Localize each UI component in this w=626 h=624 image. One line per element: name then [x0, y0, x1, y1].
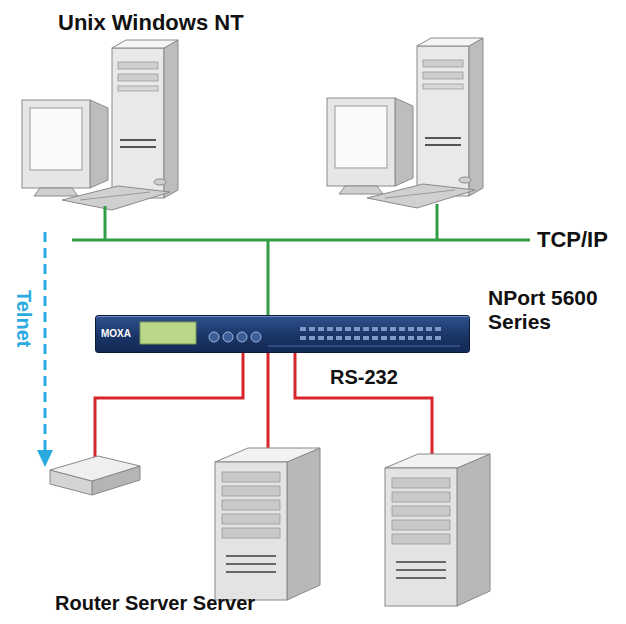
port-led	[309, 336, 315, 340]
port-led	[336, 336, 342, 340]
bus-drop	[104, 206, 107, 240]
port-led	[300, 327, 306, 331]
port-led	[426, 327, 432, 331]
port-led	[309, 327, 315, 331]
port-led	[435, 327, 441, 331]
panel-button	[223, 332, 233, 342]
port-led	[336, 327, 342, 331]
pc-right	[327, 38, 483, 208]
port-led	[363, 336, 369, 340]
rs232-wire	[95, 352, 243, 468]
port-led	[408, 336, 414, 340]
telnet-arrow	[44, 232, 47, 452]
port-led	[426, 336, 432, 340]
panel-button	[251, 332, 261, 342]
lcd-panel	[140, 322, 196, 344]
port-led	[318, 336, 324, 340]
port-led	[381, 336, 387, 340]
bus-drop	[436, 204, 439, 240]
host-label: Unix Windows NT	[58, 10, 244, 35]
bus-drop	[267, 240, 270, 316]
port-led	[354, 327, 360, 331]
panel-button	[237, 332, 247, 342]
port-led	[363, 327, 369, 331]
tcpip-bus	[72, 239, 530, 242]
network-label: TCP/IP	[537, 227, 608, 252]
port-led	[381, 327, 387, 331]
port-led	[300, 336, 306, 340]
server-right	[385, 454, 490, 606]
protocol-label: Telnet	[12, 290, 35, 347]
port-led	[345, 327, 351, 331]
port-led	[399, 327, 405, 331]
telnet-arrowhead	[37, 450, 53, 467]
device-heading: NPort 5600 Series	[488, 286, 618, 334]
port-led	[390, 327, 396, 331]
port-led	[372, 336, 378, 340]
port-led	[408, 327, 414, 331]
port-led	[354, 336, 360, 340]
port-led	[399, 336, 405, 340]
rs232-wire	[267, 352, 270, 455]
port-led	[390, 336, 396, 340]
port-led	[417, 336, 423, 340]
panel-trim	[268, 346, 460, 347]
port-led	[345, 336, 351, 340]
router-top	[50, 456, 140, 481]
rs232-wire	[295, 352, 432, 458]
device-box: NPort 5600 Series	[95, 315, 470, 353]
port-led	[318, 327, 324, 331]
server-middle	[215, 448, 320, 600]
port-leds	[268, 327, 460, 346]
port-led	[435, 336, 441, 340]
port-led	[327, 327, 333, 331]
port-led	[417, 327, 423, 331]
port-led	[327, 336, 333, 340]
port-led	[372, 327, 378, 331]
signal-label: RS-232	[330, 366, 398, 389]
pc-left	[22, 40, 178, 210]
panel-button	[209, 332, 219, 342]
